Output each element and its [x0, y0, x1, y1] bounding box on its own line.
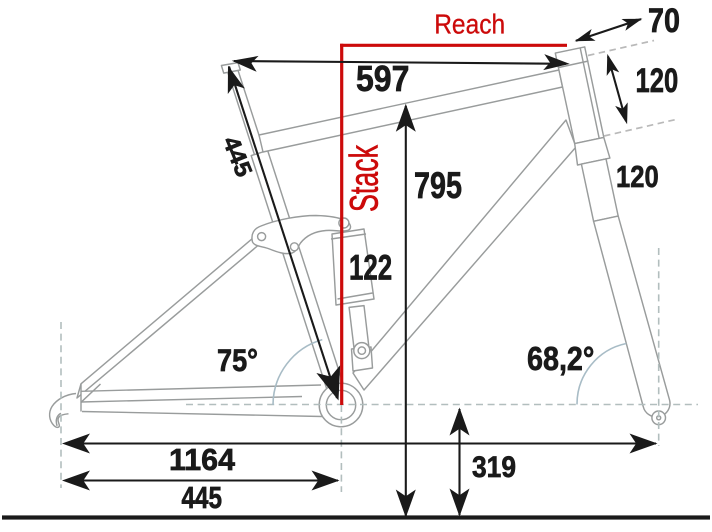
svg-text:120: 120: [616, 159, 659, 194]
svg-text:70: 70: [648, 2, 680, 40]
svg-text:75°: 75°: [217, 342, 258, 378]
svg-text:122: 122: [349, 248, 392, 288]
svg-text:795: 795: [414, 165, 462, 206]
svg-text:68,2°: 68,2°: [527, 340, 594, 377]
svg-text:120: 120: [636, 62, 679, 100]
svg-text:597: 597: [356, 58, 409, 99]
svg-text:Stack: Stack: [343, 144, 387, 212]
svg-text:445: 445: [182, 480, 223, 515]
svg-text:1164: 1164: [169, 442, 236, 477]
svg-text:Reach: Reach: [434, 8, 505, 39]
svg-text:319: 319: [472, 451, 516, 484]
